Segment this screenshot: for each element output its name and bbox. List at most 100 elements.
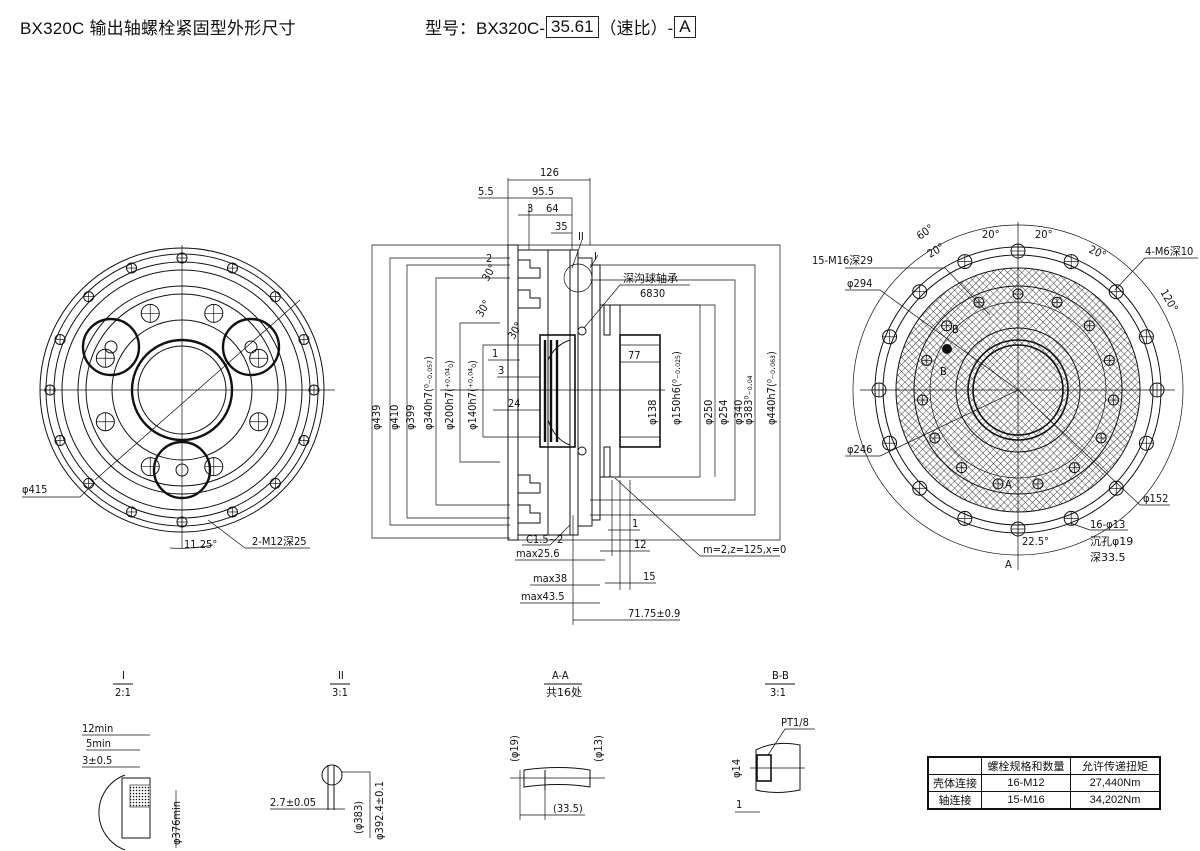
ratio-label: （速比）- xyxy=(599,19,674,38)
center-bore xyxy=(130,338,234,442)
table-cell: 轴连接 xyxy=(927,791,982,810)
label-phi152: φ152 xyxy=(1143,492,1168,505)
carrier-bolt-holes xyxy=(95,303,269,477)
section-a-bottom: A xyxy=(1005,558,1012,571)
angle-20-d: 20° xyxy=(1087,243,1108,262)
detail-I-12min: 12min xyxy=(82,722,113,735)
detail-A-A: A-A 共16处 (33.5) (φ19) (φ13) xyxy=(508,669,605,820)
angle-120: 120° xyxy=(1157,287,1180,314)
label-phi415: φ415 xyxy=(22,483,47,496)
angle-30-b: 30° xyxy=(473,298,493,320)
detail-II-2-7: 2.7±0.05 xyxy=(270,796,316,809)
left-diameter-label-4: φ200h7(⁺⁰·⁰⁴₀) xyxy=(443,360,456,430)
dim-126: 126 xyxy=(540,166,559,179)
leader-phi415 xyxy=(22,481,96,498)
right-diameter-label-0: φ138 xyxy=(646,400,659,425)
label-housing-holes: 16-φ13 xyxy=(1090,518,1125,531)
angle-60: 60° xyxy=(914,222,936,243)
detail-AA-title: A-A xyxy=(552,669,569,682)
right-diameter-label-3: φ254 xyxy=(717,400,730,425)
planet-gears xyxy=(81,317,281,500)
outer-bolt-holes xyxy=(44,252,320,528)
bearing-ball-top xyxy=(577,326,587,336)
dim-15: 15 xyxy=(643,570,656,583)
detail-BB-pt18: PT1/8 xyxy=(781,716,809,729)
table-row: 壳体连接 16-M12 27,440Nm xyxy=(927,774,1161,792)
table-row: 轴连接 15-M16 34,202Nm xyxy=(927,791,1161,810)
variant-box: A xyxy=(674,15,696,38)
label-m16-holes: 15-M16深29 xyxy=(812,254,873,267)
detail-I: I 2:1 12min 5min 3±0.5 φ376min xyxy=(82,669,183,851)
table-cell: 壳体连接 xyxy=(927,774,982,792)
section-a-top: A xyxy=(1005,478,1012,491)
detail-I-scale: 2:1 xyxy=(115,686,131,699)
table-cell: 34,202Nm xyxy=(1070,791,1161,810)
dim-3: 3 xyxy=(527,202,533,215)
model-prefix: 型号：BX320C- xyxy=(425,19,545,38)
planet-gear-3 xyxy=(152,440,212,500)
housing-bolt-holes xyxy=(871,243,1165,537)
left-diameter-label-3: φ340h7(⁰₋₀.₀₅₇) xyxy=(422,356,435,430)
carrier-ring xyxy=(85,293,279,487)
bearing-ball-bottom xyxy=(577,446,587,456)
label-phi294: φ294 xyxy=(847,277,872,290)
detail-BB-phi14: φ14 xyxy=(730,759,743,778)
dim-64: 64 xyxy=(546,202,559,215)
dim-1-bottom: 1 xyxy=(632,517,638,530)
diameter-frames-left xyxy=(371,244,540,539)
shaft-bolt-holes xyxy=(917,288,1119,490)
right-diameter-label-5: φ383⁰₋₀.₀₄ xyxy=(742,375,755,425)
detail-I-title: I xyxy=(122,669,125,682)
detail-II-phi392: φ392.4±0.1 xyxy=(373,781,386,840)
table-header-cell xyxy=(927,756,982,775)
table-header-row: 螺栓规格和数量 允许传递扭矩 xyxy=(927,756,1161,775)
housing-body xyxy=(507,244,661,541)
dim-77: 77 xyxy=(628,349,641,362)
teeth xyxy=(517,259,541,524)
drawing-title: BX320C 输出轴螺栓紧固型外形尺寸 xyxy=(20,19,296,38)
planet-gear-2 xyxy=(221,317,281,377)
bearing-leader xyxy=(583,284,690,329)
detail-marker-II: II xyxy=(578,230,584,243)
left-diameter-label-2: φ399 xyxy=(404,405,417,430)
dim-95-5: 95.5 xyxy=(532,185,554,198)
inner-dimensions: 1 3 24 77 xyxy=(488,347,660,411)
leader-m12 xyxy=(207,519,310,549)
front-view-right: 15-M16深29 φ294 φ246 φ152 4-M6深10 16-φ13 … xyxy=(812,222,1198,571)
dim-c1-5: C1.5~2 xyxy=(526,533,563,546)
leader-m16 xyxy=(845,267,991,316)
label-phi246: φ246 xyxy=(847,443,872,456)
detail-II-phi383: (φ383) xyxy=(352,801,365,834)
dim-3-inner: 3 xyxy=(498,364,504,377)
bolt-torque-table: 螺栓规格和数量 允许传递扭矩 壳体连接 16-M12 27,440Nm 轴连接 … xyxy=(927,756,1161,810)
detail-AA-count: 共16处 xyxy=(546,686,582,699)
table-header-cell: 允许传递扭矩 xyxy=(1070,756,1161,775)
label-depth: 深33.5 xyxy=(1090,551,1126,564)
detail-AA-33-5: (33.5) xyxy=(553,802,583,815)
bottom-dimensions: C1.5~2 max25.6 max38 max43.5 71.75±0.9 1… xyxy=(515,477,786,625)
detail-II-title: II xyxy=(338,669,344,682)
label-angle-11-25: 11.25° xyxy=(184,538,217,551)
leader-line xyxy=(94,299,301,481)
detail-II: II 3:1 2.7±0.05 (φ383) φ392.4±0.1 xyxy=(270,669,386,840)
detail-B-B: B-B 3:1 PT1/8 φ14 1 xyxy=(730,669,815,813)
angle-20-b: 20° xyxy=(982,228,1000,241)
left-diameter-label-0: φ439 xyxy=(370,405,383,430)
front-view-left: φ415 2-M12深25 11.25° xyxy=(22,245,335,551)
angle-20-c: 20° xyxy=(1035,228,1053,241)
angle-20-a: 20° xyxy=(925,241,947,261)
detail-I-phi376: φ376min xyxy=(170,801,183,845)
right-diameter-label-2: φ250 xyxy=(702,400,715,425)
detail-II-scale: 3:1 xyxy=(332,686,348,699)
bearing-model: 6830 xyxy=(640,287,665,300)
top-dimensions: 126 5.5 95.5 3 64 35 2 30° 30° 30° xyxy=(473,166,591,342)
planet-gear-1 xyxy=(81,317,141,377)
table-cell: 15-M16 xyxy=(981,791,1071,810)
dim-35: 35 xyxy=(555,220,568,233)
model-designation: 型号：BX320C- 35.61 （速比）- A xyxy=(425,14,697,39)
port-b xyxy=(942,344,952,354)
dim-71-75: 71.75±0.9 xyxy=(628,607,680,620)
